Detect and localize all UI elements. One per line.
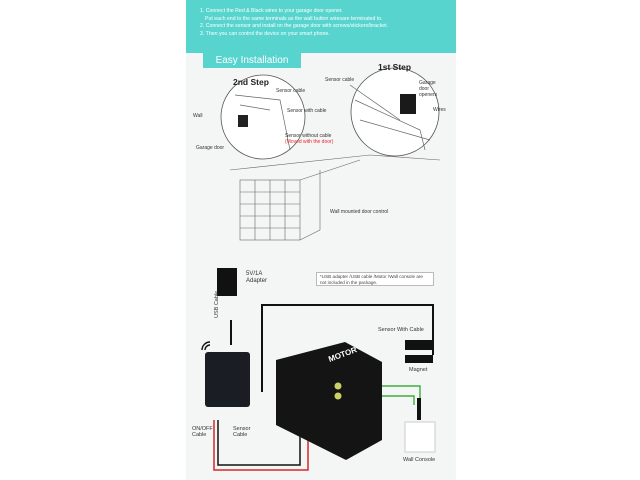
step2-bracket-lines <box>234 94 291 151</box>
label-sensor-cable: Sensor cable <box>276 88 306 94</box>
label-onoff-cable: ON/OFF Cable <box>192 426 213 438</box>
label-garage-door: Garage door <box>196 145 225 151</box>
terminal-1 <box>334 382 342 390</box>
step1-detail-circle <box>350 67 440 157</box>
instructions-banner: 1. Connect the Red & Black wires to your… <box>186 0 456 53</box>
motor-box <box>276 342 382 460</box>
label-moved-note: (Moved with the door) <box>285 139 334 145</box>
controller-device <box>205 352 250 407</box>
garage-door-illustration <box>229 154 441 241</box>
opener-box-icon <box>400 94 416 114</box>
wifi-icon <box>201 341 211 351</box>
wall-console-icon <box>404 421 436 453</box>
instruction-3: 3. Then you can control the device on yo… <box>200 30 330 37</box>
label-wires: Wires <box>433 107 446 113</box>
label-sensor-cable-2: Sensor Cable <box>233 426 251 438</box>
console-cable <box>417 398 421 420</box>
label-wall: Wall <box>193 113 203 119</box>
label-opener: Garage door openers <box>419 80 438 98</box>
section-title: Easy Installation <box>203 53 301 68</box>
instruction-1: 1. Connect the Red & Black wires to your… <box>200 8 343 14</box>
instruction-1b: Put each end to the same terminals as th… <box>205 15 383 22</box>
label-sensor-with-cable-2: Sensor With Cable <box>378 327 424 333</box>
sensor-icon <box>238 115 248 127</box>
label-magnet: Magnet <box>409 367 428 373</box>
wiring-diagram <box>201 268 436 471</box>
step1-title: 1st Step <box>378 62 412 72</box>
label-adapter: 5V/1A Adapter <box>246 271 268 284</box>
package-note: *USB adapter /USB cable /Motor /Wall con… <box>316 272 434 286</box>
adapter-icon <box>217 268 237 296</box>
sensor-with-cable-icon <box>405 340 433 350</box>
terminal-2 <box>334 392 342 400</box>
label-wall-control: Wall mounted door control <box>330 209 389 215</box>
magnet-icon <box>405 355 433 363</box>
label-sensor-with-cable: Sensor with cable <box>287 108 327 114</box>
sensor-wire <box>261 304 434 392</box>
step2-title: 2nd Step <box>233 77 269 87</box>
label-step1-sensor-cable: Sensor cable <box>325 77 355 83</box>
label-usb-cable: USB Cable <box>214 290 220 318</box>
label-wall-console: Wall Console <box>403 457 436 463</box>
step1-rail-lines <box>349 84 431 151</box>
instruction-2: 2. Connect the sensor and install on the… <box>200 23 388 30</box>
label-sensor-without-cable: Sensor without cable <box>285 133 332 139</box>
